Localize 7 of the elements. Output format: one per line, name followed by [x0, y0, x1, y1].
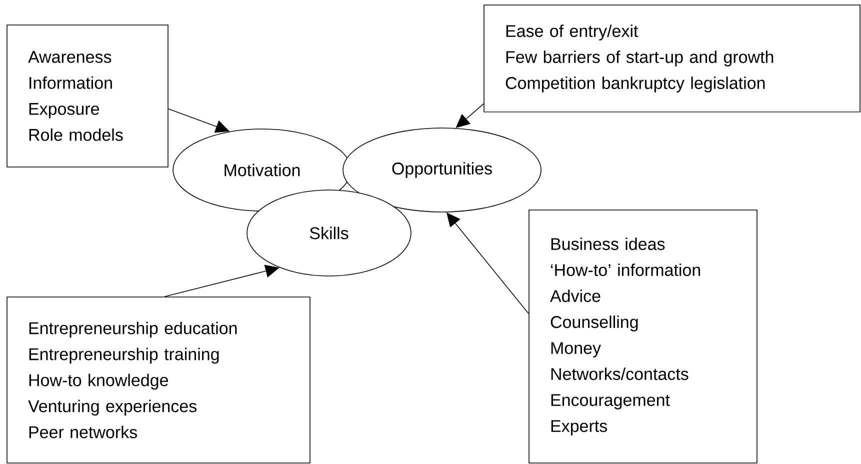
list-box: Business ideas ‘How-to’ information Advice Counselling Money Networks/contacts Encouragement Experts	[528, 210, 758, 464]
ellipse-node: Opportunities	[342, 128, 542, 212]
list-box: Awareness Information Exposure Role models	[6, 24, 168, 168]
list-box: Entrepreneurship education Entrepreneurship training How-to knowledge Venturing experiences Peer networks	[6, 296, 310, 464]
ellipse-node: Skills	[246, 190, 412, 276]
arrow	[456, 103, 484, 128]
list-box: Ease of entry/exit Few barriers of start-up and growth Competition bankruptcy legislation	[484, 4, 860, 112]
